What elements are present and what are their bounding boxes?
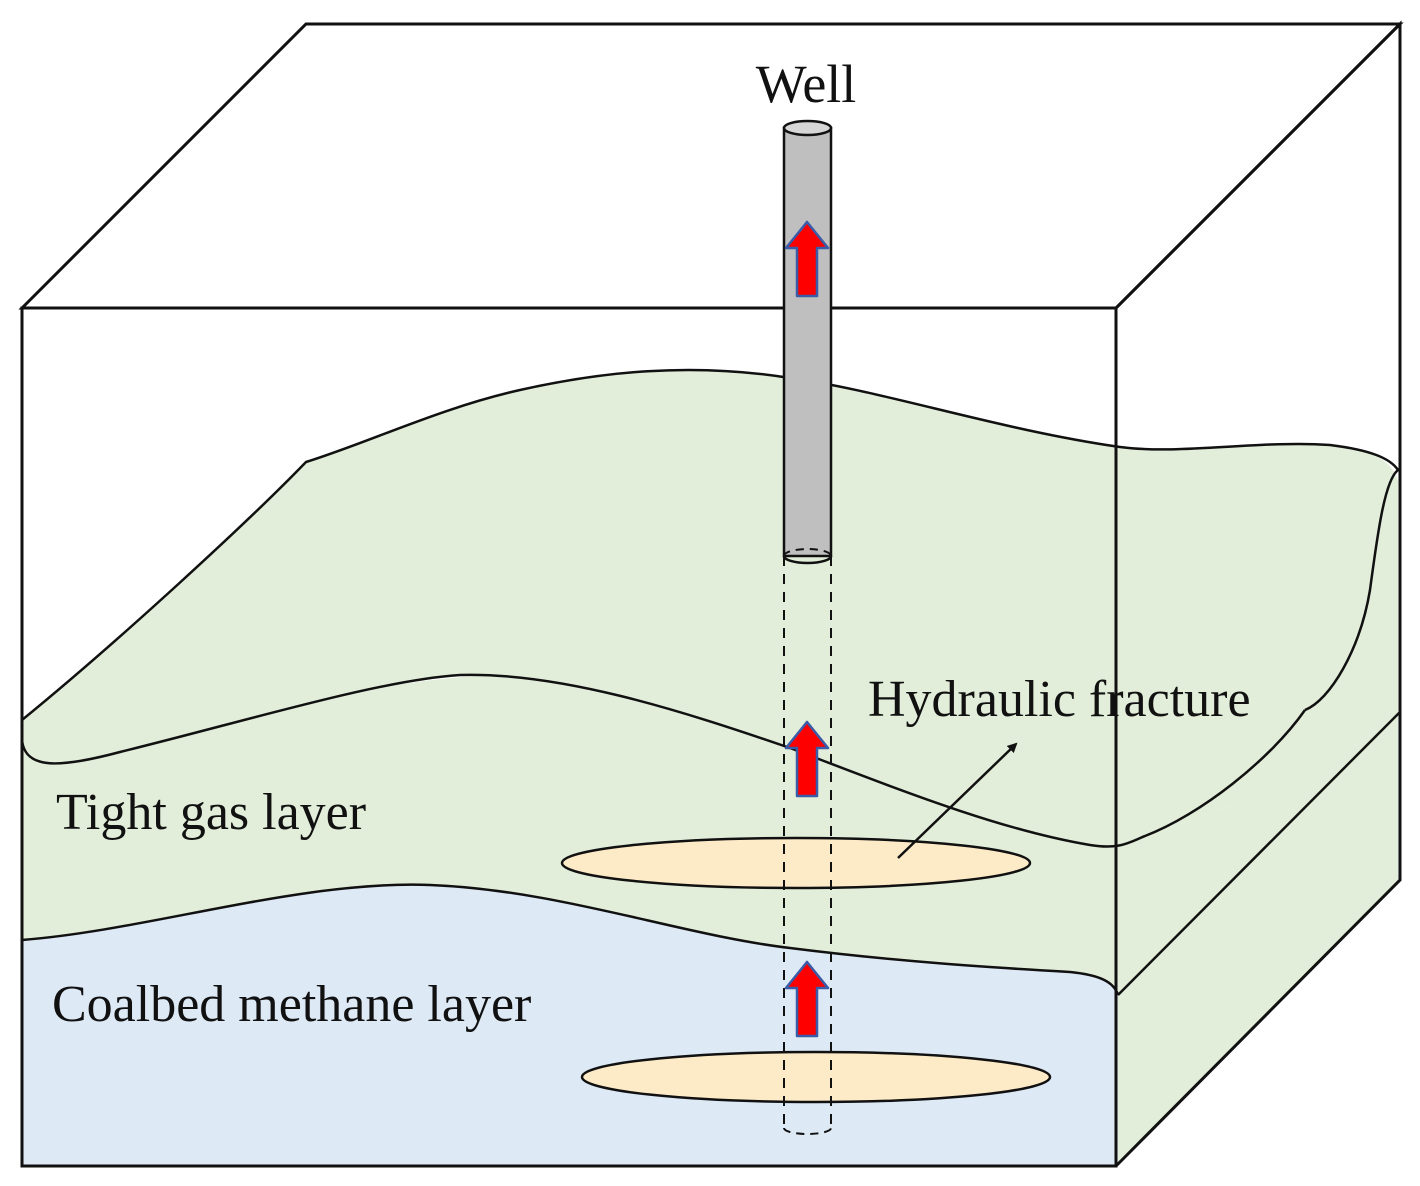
block-top-face-outline	[18, 22, 1404, 310]
well-bottom-edge	[782, 555, 833, 565]
tight-gas-top-surface-line	[21, 368, 1400, 721]
side-layer-boundary-line	[1117, 711, 1401, 996]
tight-gas-lower-band	[22, 672, 1398, 1166]
block-side-face-outline	[1114, 20, 1402, 1168]
block-front-face-outline	[20, 306, 1118, 1168]
well-bottom-edge-hidden	[783, 548, 832, 557]
well-casing	[782, 126, 833, 558]
tight-gas-fold-line	[20, 673, 1307, 848]
open-hole-bottom	[783, 1127, 832, 1135]
coalbed-methane-layer-label: Coalbed methane layer	[52, 976, 531, 1033]
gas-flow-arrow-tight-gas	[784, 720, 830, 798]
tight-gas-layer-label: Tight gas layer	[56, 784, 366, 841]
well-top-cap	[782, 119, 833, 137]
hydraulic-fracture-leader-arrow	[897, 742, 1018, 859]
hydraulic-fracture-lower	[580, 1050, 1052, 1104]
gas-flow-arrow-coalbed	[784, 960, 830, 1038]
hydraulic-fracture-label: Hydraulic fracture	[868, 671, 1251, 728]
well-label: Well	[756, 54, 857, 114]
tight-gas-layer-region	[22, 369, 1398, 847]
hydraulic-fracture-upper	[560, 836, 1032, 890]
gas-flow-arrow-well	[784, 220, 830, 298]
coalbed-top-boundary-line	[21, 883, 1120, 996]
